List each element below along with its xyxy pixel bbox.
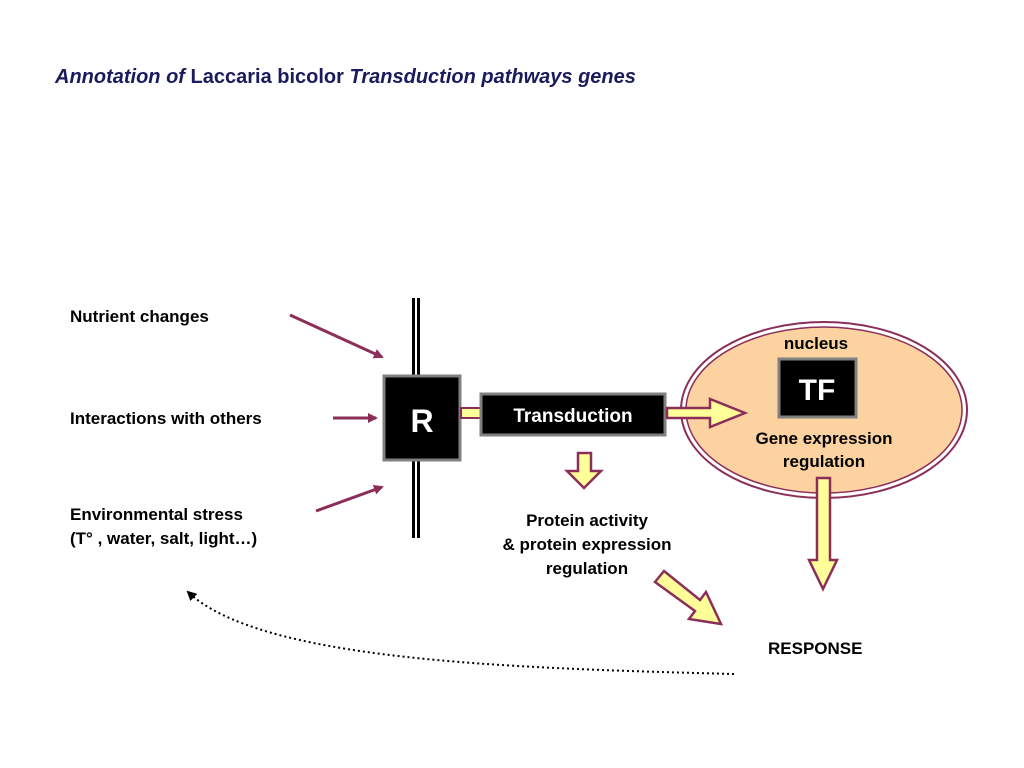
gene-expression-line-2: regulation [783, 452, 865, 471]
feedback-dotted-arrow [186, 590, 735, 675]
nutrient-changes-label: Nutrient changes [70, 307, 209, 326]
environmental-stress-label: Environmental stress [70, 505, 243, 524]
title-part-1: Annotation of [55, 66, 185, 88]
transduction-down-arrow [563, 451, 605, 490]
receptor-label: R [410, 403, 433, 439]
transduction-label: Transduction [513, 406, 632, 427]
nucleus-label: nucleus [784, 334, 848, 353]
nutrient-arrow [289, 313, 384, 359]
interactions-label: Interactions with others [70, 409, 262, 428]
protein-activity-line-3: regulation [545, 559, 629, 578]
title-part-2: Laccaria bicolor [190, 66, 344, 88]
response-label: RESPONSE [768, 639, 863, 658]
slide-title: Annotation of Laccaria bicolor Transduct… [55, 66, 636, 89]
stress-arrow [315, 485, 384, 513]
tf-box [777, 357, 858, 419]
environmental-stress-detail: (T° , water, salt, light…) [70, 529, 258, 548]
gene-expression-line-1: Gene expression [755, 429, 892, 448]
protein-activity-line-2: & protein expression [502, 535, 672, 554]
transduction-box [479, 392, 667, 437]
receptor-connector [460, 407, 482, 419]
tf-label: TF [799, 374, 836, 407]
nucleus-down-arrow [807, 476, 839, 592]
protein-to-response-arrow [653, 569, 724, 626]
title-part-3: Transduction pathways genes [349, 66, 636, 88]
transduction-to-nucleus-arrow [665, 397, 749, 429]
protein-activity-line-1: Protein activity [526, 511, 648, 530]
